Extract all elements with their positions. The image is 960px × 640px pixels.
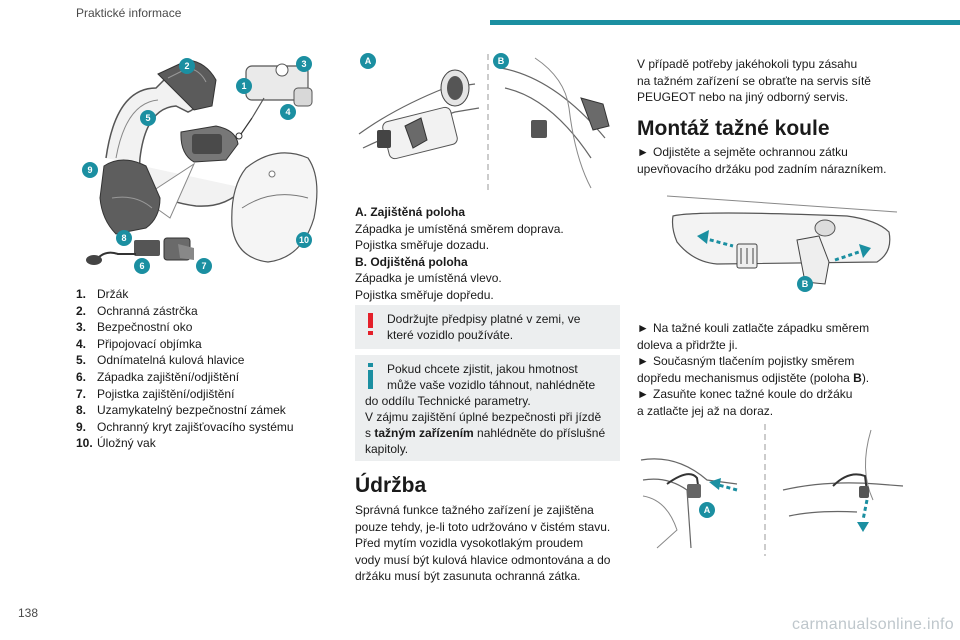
legend-item: 1.Držák [76, 287, 129, 301]
running-header: Praktické informace [76, 6, 182, 20]
components-legend: 1.Držák 2.Ochranná zástrčka 3.Bezpečnost… [76, 286, 338, 452]
legend-item: 6.Západka zajištění/odjištění [76, 369, 240, 384]
step-marker-icon: ► [637, 354, 649, 369]
badge-a: A [365, 56, 372, 66]
badge-7: 7 [201, 261, 206, 271]
badge-4: 4 [285, 107, 290, 117]
maintenance-heading: Údržba [355, 474, 427, 497]
warning-exclamation-icon [368, 313, 373, 335]
service-text: V případě potřeby jakéhokoli typu zásahu… [637, 57, 871, 105]
step-marker-icon: ► [637, 387, 649, 402]
badge-10: 10 [299, 235, 309, 245]
badge-b: B [498, 56, 505, 66]
positions-figure: A B [355, 48, 620, 198]
badge-2: 2 [184, 61, 189, 71]
badge-3: 3 [301, 59, 306, 69]
badge-1: 1 [241, 81, 246, 91]
badge-6: 6 [139, 261, 144, 271]
legend-item: 10.Úložný vak [76, 436, 156, 451]
badge-9: 9 [87, 165, 92, 175]
badge-a: A [704, 505, 711, 515]
badge-b: B [802, 279, 809, 289]
step-marker-icon: ► [637, 321, 649, 335]
position-b-title: B. Odjištěná poloha [355, 254, 468, 269]
info-icon [368, 363, 373, 389]
legend-item: 5.Odnímatelná kulová hlavice [76, 353, 245, 368]
legend-item: 8.Uzamykatelný bezpečnostní zámek [76, 403, 286, 418]
mounting-steps: ►Na tažné kouli zatlačte západku směrem … [637, 321, 870, 418]
mounting-step-1: ►Odjistěte a sejměte ochrannou zátku upe… [637, 145, 887, 176]
legend-item: 4.Připojovací objímka [76, 336, 202, 351]
legend-item: 7.Pojistka zajištění/odjištění [76, 386, 235, 401]
legend-item: 2.Ochranná zástrčka [76, 303, 198, 318]
badge-5: 5 [145, 113, 150, 123]
maintenance-text: Správná funkce tažného zařízení je zajiš… [355, 503, 611, 584]
step-marker-icon: ► [637, 145, 649, 159]
position-a-title: A. Zajištěná poloha [355, 205, 466, 219]
header-accent-bar [490, 20, 960, 25]
ball-insertion-figure: A [637, 420, 907, 560]
watermark: carmanualsonline.info [792, 616, 954, 633]
mounting-heading: Montáž tažné koule [637, 117, 830, 140]
towbar-components-figure: 2 3 1 4 5 9 8 6 7 10 [76, 48, 338, 280]
warning-note: Dodržujte předpisy platné v zemi, ve kte… [355, 305, 620, 349]
legend-item: 9.Ochranný kryt zajišťovacího systému [76, 419, 294, 434]
positions-description: A. Zajištěná poloha Západka je umístěná … [355, 204, 620, 304]
page-number: 138 [18, 606, 39, 620]
badge-8: 8 [121, 233, 126, 243]
legend-item: 3.Bezpečnostní oko [76, 320, 193, 335]
info-note: Pokud chcete zjistit, jakou hmotnost můž… [355, 355, 620, 461]
plug-removal-figure: B [637, 192, 907, 300]
